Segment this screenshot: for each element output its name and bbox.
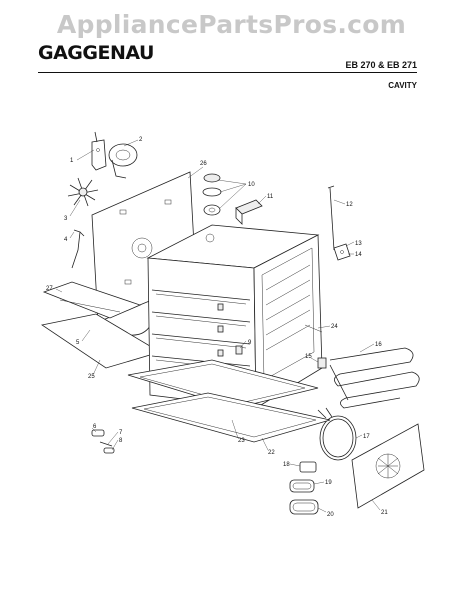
part-11-block[interactable] [235,199,263,225]
callout-16: 16 [375,342,382,348]
callout-8: 8 [119,438,123,444]
part-13-14-switch[interactable] [333,243,351,261]
callout-15: 15 [305,354,312,360]
part-20-gasket[interactable] [289,499,319,515]
section-title: CAVITY [388,81,417,90]
callout-18: 18 [283,462,290,468]
callout-6: 6 [93,424,97,430]
part-16-broil-element[interactable] [329,347,420,409]
brand-logo: GAGGENAU [38,42,154,64]
callout-27: 27 [46,286,53,292]
callout-22: 22 [268,450,275,456]
callout-3: 3 [64,216,68,222]
callout-13: 13 [355,241,362,247]
callout-14: 14 [355,252,362,258]
callout-2: 2 [139,137,143,143]
callout-11: 11 [267,194,274,200]
part-10-top-fittings[interactable] [202,173,222,216]
part-21-fan-cover[interactable] [351,423,425,509]
header-rule [38,72,417,73]
callout-4: 4 [64,237,68,243]
callout-24: 24 [331,324,338,330]
part-24-side-panel[interactable] [304,324,323,333]
callout-1: 1 [70,158,74,164]
part-19-gasket[interactable] [289,479,315,493]
callout-9: 9 [248,340,252,346]
part-2-fan-motor[interactable] [108,143,138,179]
part-27-lower-bracket[interactable] [42,281,142,319]
part-17-ring-element[interactable] [317,407,357,461]
callout-19: 19 [325,480,332,486]
callout-20: 20 [327,512,334,518]
part-22-base-plate[interactable] [131,392,331,443]
callout-21: 21 [381,510,388,516]
part-7-clip[interactable] [99,441,113,447]
part-25-bottom-plate[interactable] [40,313,161,369]
callout-5: 5 [76,340,80,346]
part-3-fan-wheel[interactable] [67,177,99,207]
watermark: AppliancePartsPros.com [56,10,407,39]
callout-10: 10 [248,182,255,188]
leader-lines [55,139,381,513]
callout-17: 17 [363,434,370,440]
part-1-bracket[interactable] [91,131,107,171]
part-18-gasket[interactable] [299,461,317,473]
callout-7: 7 [119,430,123,436]
callout-12: 12 [346,202,353,208]
part-12-rod[interactable] [327,185,335,251]
callout-23: 23 [238,438,245,444]
callout-26: 26 [200,161,207,167]
callout-25: 25 [88,374,95,380]
part-8-clip[interactable] [103,447,115,454]
part-6-hinge[interactable] [91,429,105,437]
part-15-terminal[interactable] [317,357,327,369]
model-number: EB 270 & EB 271 [345,60,417,70]
callout-labels: 1 2 3 4 5 6 7 8 9 10 11 12 13 14 15 16 1… [46,137,388,518]
part-4-sensor[interactable] [71,229,85,269]
